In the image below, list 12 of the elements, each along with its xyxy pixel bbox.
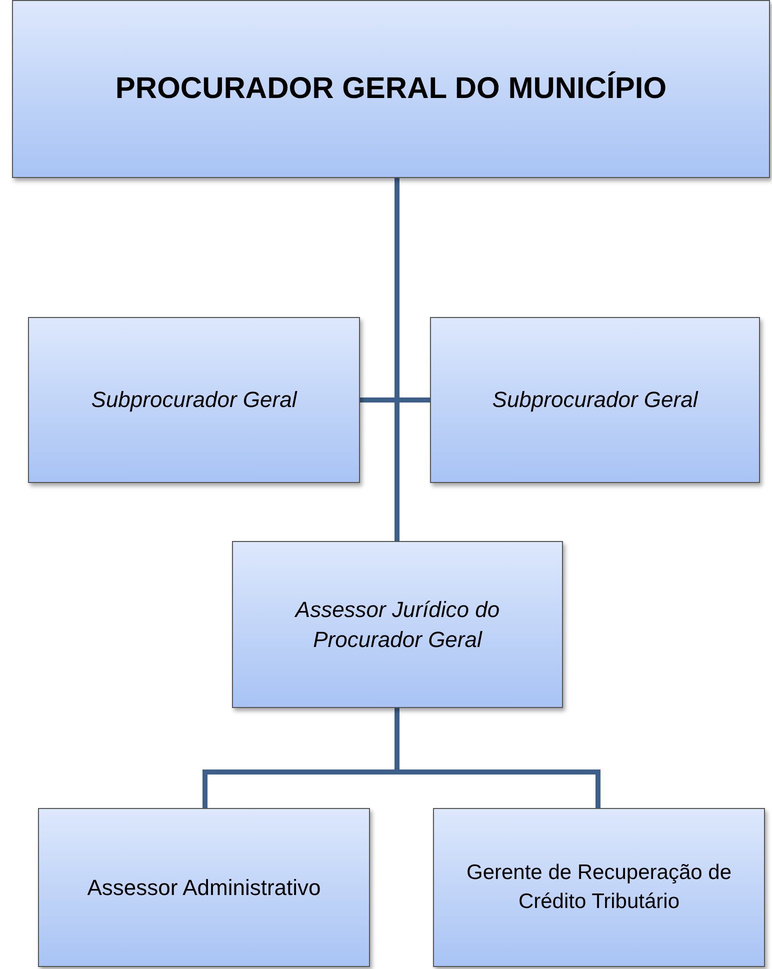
- org-box: [12, 0, 770, 178]
- position-title: Subprocurador Geral: [91, 386, 297, 414]
- position-title: PROCURADOR GERAL DO MUNICÍPIO: [115, 70, 667, 107]
- position-title: Subprocurador Geral: [492, 386, 698, 414]
- org-box: [28, 317, 360, 483]
- position-title: Assessor Administrativo: [87, 874, 321, 902]
- position-title: Gerente de Recuperação de Crédito Tributário: [465, 860, 732, 914]
- org-box: [38, 808, 370, 967]
- org-box: [430, 317, 760, 483]
- org-box: [433, 808, 765, 967]
- org-box: [232, 541, 563, 708]
- position-title: Assessor Jurídico do Procurador Geral: [294, 596, 501, 654]
